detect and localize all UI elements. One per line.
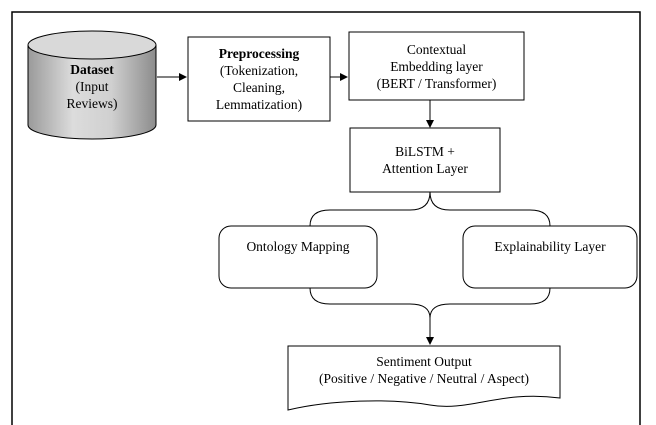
bilstm-label: BiLSTM + Attention Layer [350, 129, 500, 191]
output-line2: (Positive / Negative / Neutral / Aspect) [319, 371, 529, 386]
explainability-label: Explainability Layer [463, 226, 637, 266]
merge-connector [309, 287, 551, 319]
embedding-box [348, 31, 525, 101]
dataset-cylinder [27, 30, 157, 140]
bilstm-line1: BiLSTM + [395, 144, 455, 159]
embedding-line2: Embedding layer [390, 58, 483, 74]
dataset-label: Dataset (Input Reviews) [28, 56, 156, 116]
preprocessing-line3: Lemmatization) [215, 97, 303, 112]
embedding-line1: Contextual [406, 41, 467, 57]
dataset-title: Dataset [70, 61, 114, 77]
split-connector [309, 191, 551, 227]
preprocessing-line2: Cleaning, [232, 80, 286, 95]
ontology-text: Ontology Mapping [246, 238, 350, 254]
embedding-label: Contextual Embedding layer (BERT / Trans… [349, 33, 524, 99]
preprocessing-title: Preprocessing [218, 46, 300, 61]
output-line1: Sentiment Output [376, 354, 472, 369]
preprocessing-box [187, 36, 331, 122]
output-document [287, 345, 561, 411]
output-label: Sentiment Output (Positive / Negative / … [288, 350, 560, 390]
explainability-text: Explainability Layer [494, 238, 606, 254]
ontology-box [218, 225, 378, 289]
preprocessing-line1: (Tokenization, [219, 63, 299, 78]
dataset-line1: (Input [75, 78, 109, 94]
embedding-line3: (BERT / Transformer) [376, 75, 497, 91]
frame-border [11, 11, 641, 425]
ontology-label: Ontology Mapping [219, 226, 377, 266]
dataset-line2: Reviews) [66, 95, 118, 111]
preprocessing-label: Preprocessing (Tokenization, Cleaning, L… [188, 38, 330, 120]
bilstm-box [349, 127, 501, 193]
bilstm-line2: Attention Layer [382, 161, 468, 176]
